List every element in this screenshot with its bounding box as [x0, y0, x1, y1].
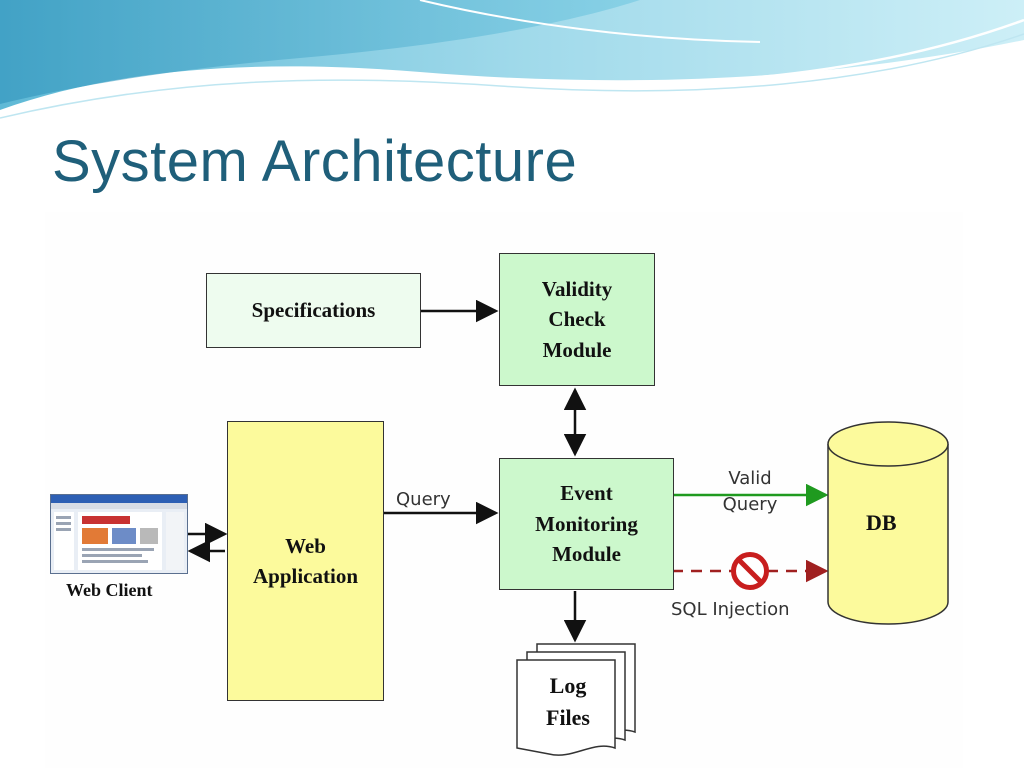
event-monitoring-module-box: Event Monitoring Module — [499, 458, 674, 590]
web-application-box: Web Application — [227, 421, 384, 701]
db-label: DB — [866, 510, 897, 535]
sql-injection-label: SQL Injection — [671, 599, 790, 620]
specifications-box: Specifications — [206, 273, 421, 348]
log-files-label: Log Files — [546, 673, 590, 730]
valid-query-label: Valid Query — [722, 468, 778, 516]
slide-title: System Architecture — [52, 129, 578, 194]
log-files-stack — [516, 643, 636, 756]
wave-header — [0, 0, 1024, 119]
query-label: Query — [396, 489, 451, 510]
validity-check-module-box: Validity Check Module — [499, 253, 655, 386]
web-browser-screenshot — [50, 494, 188, 574]
database-cylinder — [827, 421, 949, 625]
web-client-label: Web Client — [66, 580, 153, 600]
no-entry-icon — [731, 552, 769, 590]
